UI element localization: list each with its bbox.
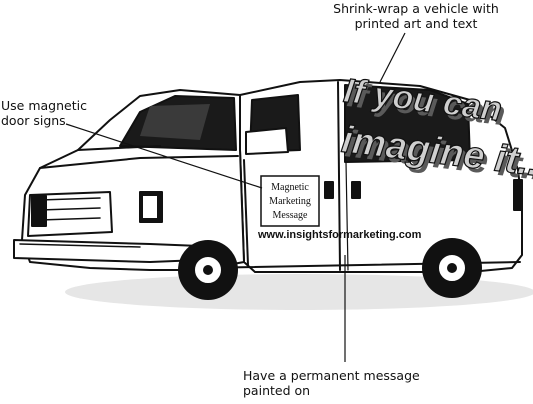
leader-line-shrink-wrap <box>379 32 406 83</box>
magnetic-sign: Magnetic Marketing Message <box>260 175 320 227</box>
tail-light <box>513 179 523 211</box>
grille <box>27 191 113 237</box>
callout-magnetic-signs: Use magnetic door signs <box>1 98 87 128</box>
callout-painted-message: Have a permanent message painted on <box>243 368 448 398</box>
side-mirror <box>245 127 289 155</box>
van-body <box>13 79 523 273</box>
callout-shrink-wrap-line1: Shrink-wrap a vehicle with <box>333 1 499 16</box>
front-wheel <box>178 240 238 300</box>
callout-magnetic-line2: door signs <box>1 113 66 128</box>
callout-shrink-wrap: Shrink-wrap a vehicle with printed art a… <box>306 1 526 31</box>
callout-magnetic-line1: Use magnetic <box>1 98 87 113</box>
leader-line-magnetic <box>65 123 263 189</box>
callout-painted-line2: painted on <box>243 383 311 398</box>
magnetic-sign-line3: Message <box>273 210 309 221</box>
leader-lines <box>65 32 406 362</box>
painted-url: www.insightsformarketing.com <box>257 229 422 241</box>
headlight-left <box>31 195 47 227</box>
rear-window <box>344 84 471 163</box>
magnetic-sign-line2: Marketing <box>269 196 311 207</box>
callout-shrink-wrap-line2: printed art and text <box>354 16 478 31</box>
door-handle <box>351 181 361 199</box>
callout-painted-line1: Have a permanent message <box>243 368 420 383</box>
rear-wheel <box>422 238 482 298</box>
door-handle <box>324 181 334 199</box>
magnetic-sign-line1: Magnetic <box>271 182 309 193</box>
